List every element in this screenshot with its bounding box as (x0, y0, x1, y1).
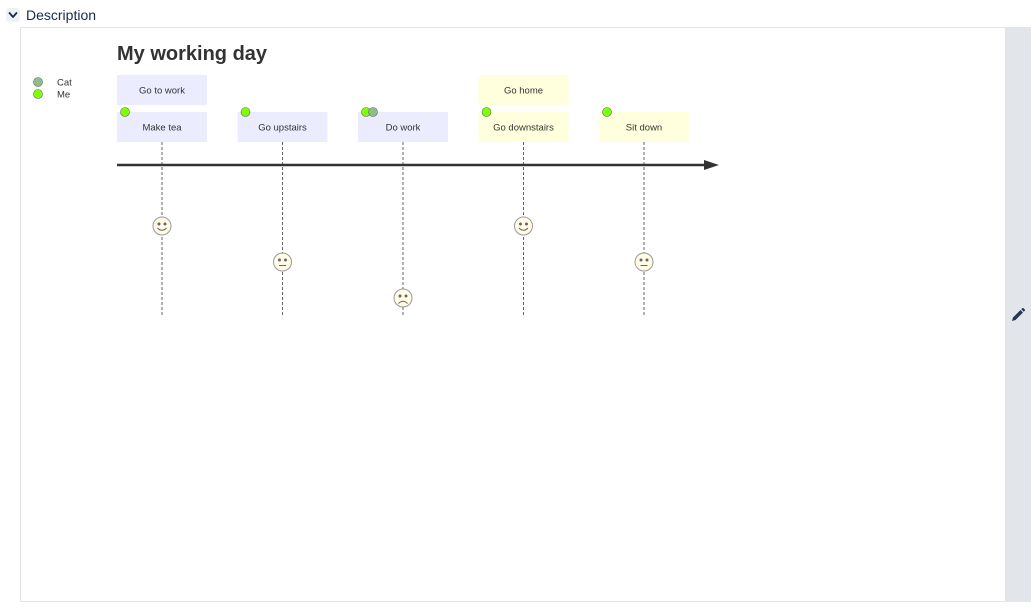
section-box (117, 75, 207, 105)
face-mouth (157, 227, 167, 231)
face-eye (519, 222, 522, 226)
section-label: Go to work (139, 86, 185, 97)
happy-face-icon (152, 216, 172, 236)
neutral-face-icon (634, 252, 654, 272)
task-label: Sit down (626, 123, 662, 134)
task-box (117, 112, 207, 142)
section-label: Go home (504, 86, 543, 97)
face-eye (157, 222, 161, 226)
section-box (478, 75, 569, 105)
face-eye (284, 258, 287, 262)
neutral-face-icon (273, 252, 292, 272)
pencil-icon (1012, 308, 1025, 321)
task-box (358, 112, 448, 142)
face-eye (639, 258, 643, 262)
face-eye (163, 222, 167, 226)
task-label: Go downstairs (493, 123, 554, 134)
actor-marker (120, 107, 130, 117)
face-eye (645, 258, 649, 262)
face-mouth (398, 300, 408, 304)
task-label: Do work (386, 123, 421, 134)
task-label: Go upstairs (258, 123, 307, 134)
task-box (237, 112, 328, 142)
legend-swatch (33, 89, 43, 99)
legend-label: Me (57, 90, 70, 101)
sad-face-icon (393, 288, 413, 308)
chevron-down-icon[interactable] (6, 8, 20, 22)
task-box (478, 112, 569, 142)
task-box (599, 112, 689, 142)
diagram-title: My working day (117, 43, 268, 65)
timeline-arrowhead (704, 160, 719, 170)
actor-marker (602, 107, 612, 117)
face-eye (404, 294, 408, 298)
legend-swatch (33, 77, 43, 87)
happy-face-icon (514, 216, 533, 236)
actor-marker (368, 107, 378, 117)
edit-diagram-button[interactable] (1005, 28, 1030, 601)
actor-marker (240, 107, 251, 117)
face-eye (398, 294, 402, 298)
face-mouth (518, 227, 529, 231)
description-section-toggle[interactable]: Description (6, 6, 96, 24)
face-eye (525, 222, 528, 226)
section-title: Description (26, 7, 97, 23)
task-label: Make tea (142, 123, 182, 134)
actor-marker (481, 107, 492, 117)
face-eye (278, 258, 281, 262)
legend-label: Cat (57, 78, 72, 89)
